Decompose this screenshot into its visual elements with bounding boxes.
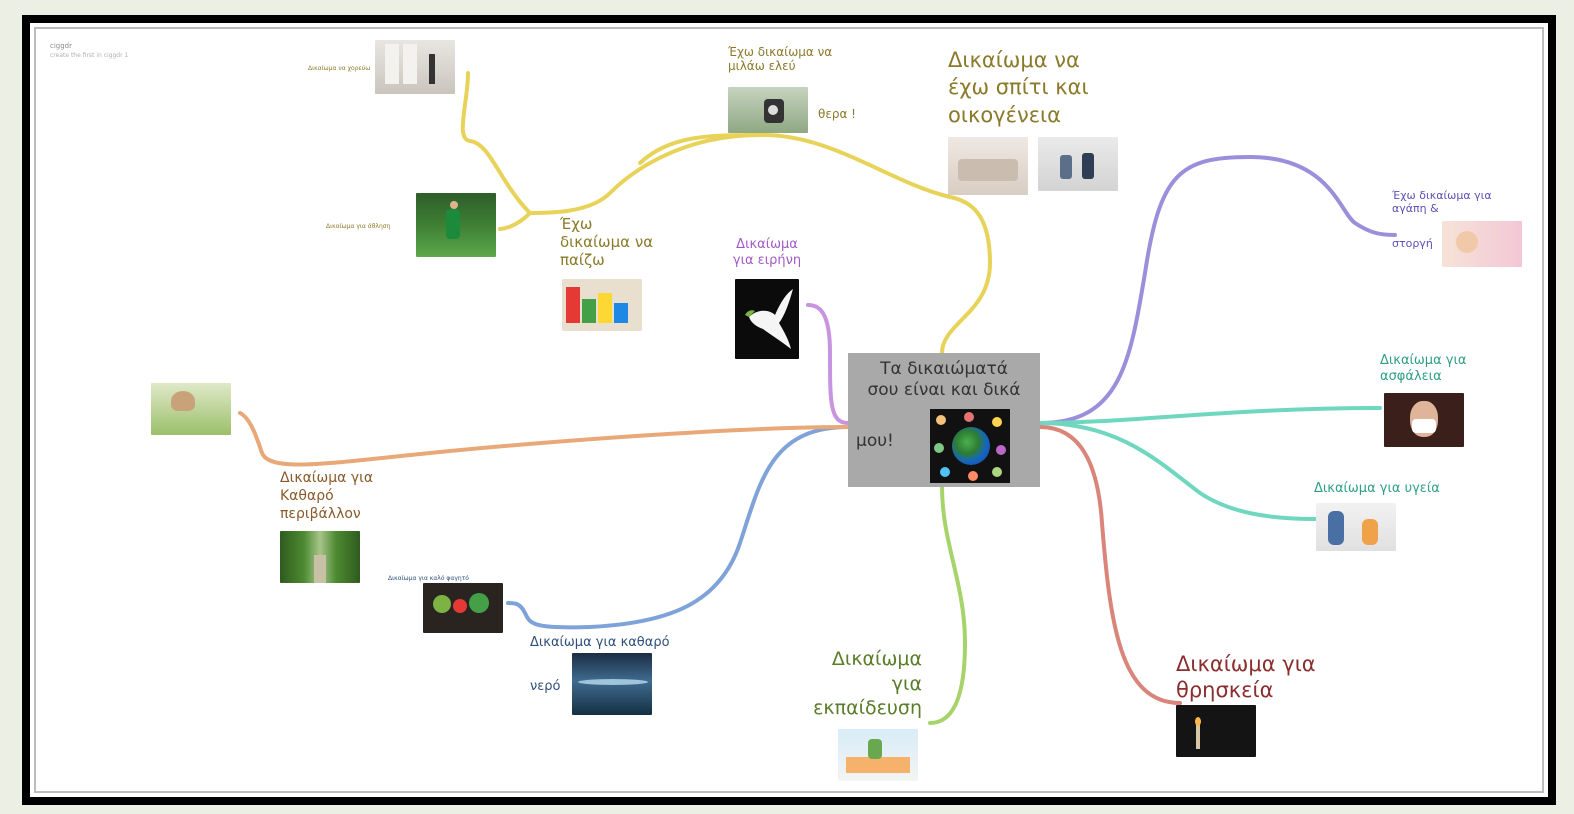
topic-peace-title[interactable]: Δικαίωμα για ειρήνη <box>730 237 804 268</box>
topic-environment-line3: περιβάλλον <box>280 506 361 523</box>
topic-speak-line2: μιλάω ελεύ <box>728 59 796 74</box>
branch-education <box>928 485 968 725</box>
topic-play-line2: δικαίωμα να <box>560 233 654 251</box>
love-photo <box>1442 221 1522 267</box>
topic-speak-line3: θερα ! <box>818 107 856 121</box>
topic-peace-line1: Δικαίωμα <box>736 237 798 252</box>
safety-mask-photo <box>1384 393 1464 447</box>
central-topic[interactable]: Τα δικαιώματά σου είναι και δικά μου! <box>848 353 1040 487</box>
dove-icon <box>745 289 793 349</box>
branch-health <box>1038 421 1317 521</box>
central-topic-title: Τα δικαιώματά σου είναι και δικά <box>848 359 1040 402</box>
topic-water-line2: νερό <box>530 679 561 694</box>
topic-home-title[interactable]: Δικαίωμα να έχω σπίτι και οικογένεια <box>948 47 1089 129</box>
topic-safety-title[interactable]: Δικαίωμα για ασφάλεια <box>1380 353 1466 384</box>
sport-photo <box>416 193 496 257</box>
topic-play-title[interactable]: Έχω δικαίωμα να παίζω <box>560 215 653 269</box>
image-frame: ciggdr create the first in ciggdr 1 <box>22 15 1556 805</box>
topic-education-line1: Δικαίωμα <box>831 648 922 670</box>
topic-love-title[interactable]: Έχω δικαίωμα για αγάπη & <box>1392 189 1492 215</box>
food-photo <box>423 583 503 633</box>
water-photo <box>572 653 652 715</box>
branch-water <box>506 425 850 630</box>
health-photo <box>1316 503 1396 551</box>
topic-dance-label[interactable]: Δικαίωμα να χορεύω <box>308 65 371 72</box>
topic-education-line2: για <box>891 672 922 695</box>
peace-dove-photo <box>735 279 799 359</box>
topic-play-line3: παίζω <box>560 251 605 269</box>
branch-sport <box>498 211 532 231</box>
topic-home-line1: Δικαίωμα να <box>948 48 1080 72</box>
topic-religion-line2: θρησκεία <box>1176 678 1274 703</box>
dance-photo <box>375 40 455 94</box>
environment-child-photo <box>151 383 231 435</box>
topic-environment-title[interactable]: Δικαίωμα για Καθαρό περιβάλλον <box>280 469 373 524</box>
topic-religion-title[interactable]: Δικαίωμα για θρησκεία <box>1176 651 1316 704</box>
central-topic-line1: Τα δικαιώματά <box>880 359 1008 379</box>
speak-photo <box>728 87 808 133</box>
topic-speak-title[interactable]: Έχω δικαίωμα να μιλάω ελεύ <box>728 45 832 74</box>
education-photo <box>838 729 918 781</box>
topic-speak-line1: Έχω δικαίωμα να <box>728 45 833 59</box>
topic-health-label[interactable]: Δικαίωμα για υγεία <box>1314 481 1440 496</box>
topic-water-line1[interactable]: Δικαίωμα για καθαρό <box>530 635 670 650</box>
mind-map-canvas[interactable]: ciggdr create the first in ciggdr 1 <box>30 23 1548 797</box>
central-topic-line2: σου είναι και δικά <box>867 380 1021 401</box>
branch-love <box>1038 154 1397 425</box>
topic-love-line1: Έχω δικαίωμα για <box>1392 189 1492 202</box>
branch-environment <box>238 411 850 467</box>
environment-trees-photo <box>280 531 360 583</box>
topic-safety-line1: Δικαίωμα για <box>1380 353 1467 368</box>
branch-play <box>528 133 762 215</box>
home-family-photo <box>1038 137 1118 191</box>
religion-candle-photo <box>1176 705 1256 757</box>
topic-love-line3: στοργή <box>1392 237 1433 250</box>
topic-religion-line1: Δικαίωμα για <box>1176 652 1316 676</box>
topic-love-line2: αγάπη & <box>1392 202 1439 216</box>
topic-education-title[interactable]: Δικαίωμα για εκπαίδευση <box>790 647 922 721</box>
topic-environment-line2: Καθαρό <box>280 488 334 505</box>
topic-sport-label[interactable]: Δικαίωμα για άθληση <box>326 223 391 230</box>
branch-religion <box>1038 425 1182 705</box>
topic-home-line3: οικογένεια <box>948 102 1061 127</box>
branch-dance <box>460 71 532 215</box>
topic-safety-line2: ασφάλεια <box>1380 368 1442 384</box>
topic-home-line2: έχω σπίτι και <box>948 75 1089 100</box>
globe-children-image <box>930 409 1010 483</box>
home-room-photo <box>948 137 1028 195</box>
central-topic-line3: μου! <box>856 431 894 451</box>
app-title: ciggdr <box>50 42 73 50</box>
earth-icon <box>952 427 990 465</box>
branch-safety <box>1038 406 1382 425</box>
topic-food-label[interactable]: Δικαίωμα για καλό φαγητό <box>388 575 469 582</box>
topic-peace-line2: για ειρήνη <box>732 252 802 268</box>
topic-environment-line1: Δικαίωμα για <box>280 470 374 486</box>
play-photo <box>562 279 642 331</box>
topic-play-line1: Έχω <box>560 215 593 233</box>
branch-lines <box>238 71 1397 725</box>
branch-peace <box>806 303 850 425</box>
branch-home <box>758 132 993 355</box>
app-subtitle: create the first in ciggdr 1 <box>50 52 129 59</box>
topic-education-line3: εκπαίδευση <box>813 697 922 720</box>
